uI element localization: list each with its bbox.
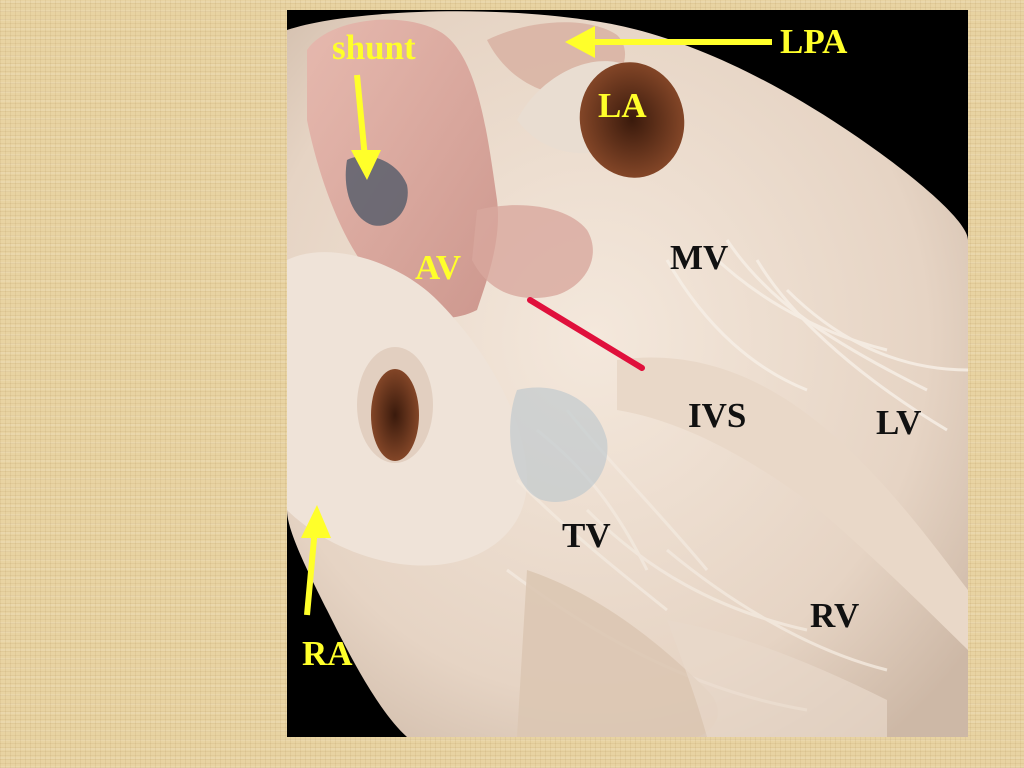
shunt-arrowhead (351, 150, 381, 180)
label-mv: MV (670, 238, 729, 277)
annotation-arrows (301, 26, 772, 616)
label-tv: TV (562, 516, 611, 555)
ra-arrow (304, 527, 318, 616)
label-ivs: IVS (688, 396, 747, 435)
ra-arrowhead (301, 505, 331, 538)
label-av: AV (415, 248, 462, 287)
label-lv: LV (876, 403, 922, 442)
label-lpa: LPA (780, 22, 848, 61)
shunt-arrow (354, 74, 368, 159)
label-la: LA (598, 86, 647, 125)
red-marker-line (527, 297, 645, 371)
label-rv: RV (810, 596, 860, 635)
lpa-arrowhead (565, 26, 595, 58)
heart-specimen-photo (287, 10, 968, 737)
label-shunt: shunt (332, 28, 416, 67)
label-ra: RA (302, 634, 353, 673)
